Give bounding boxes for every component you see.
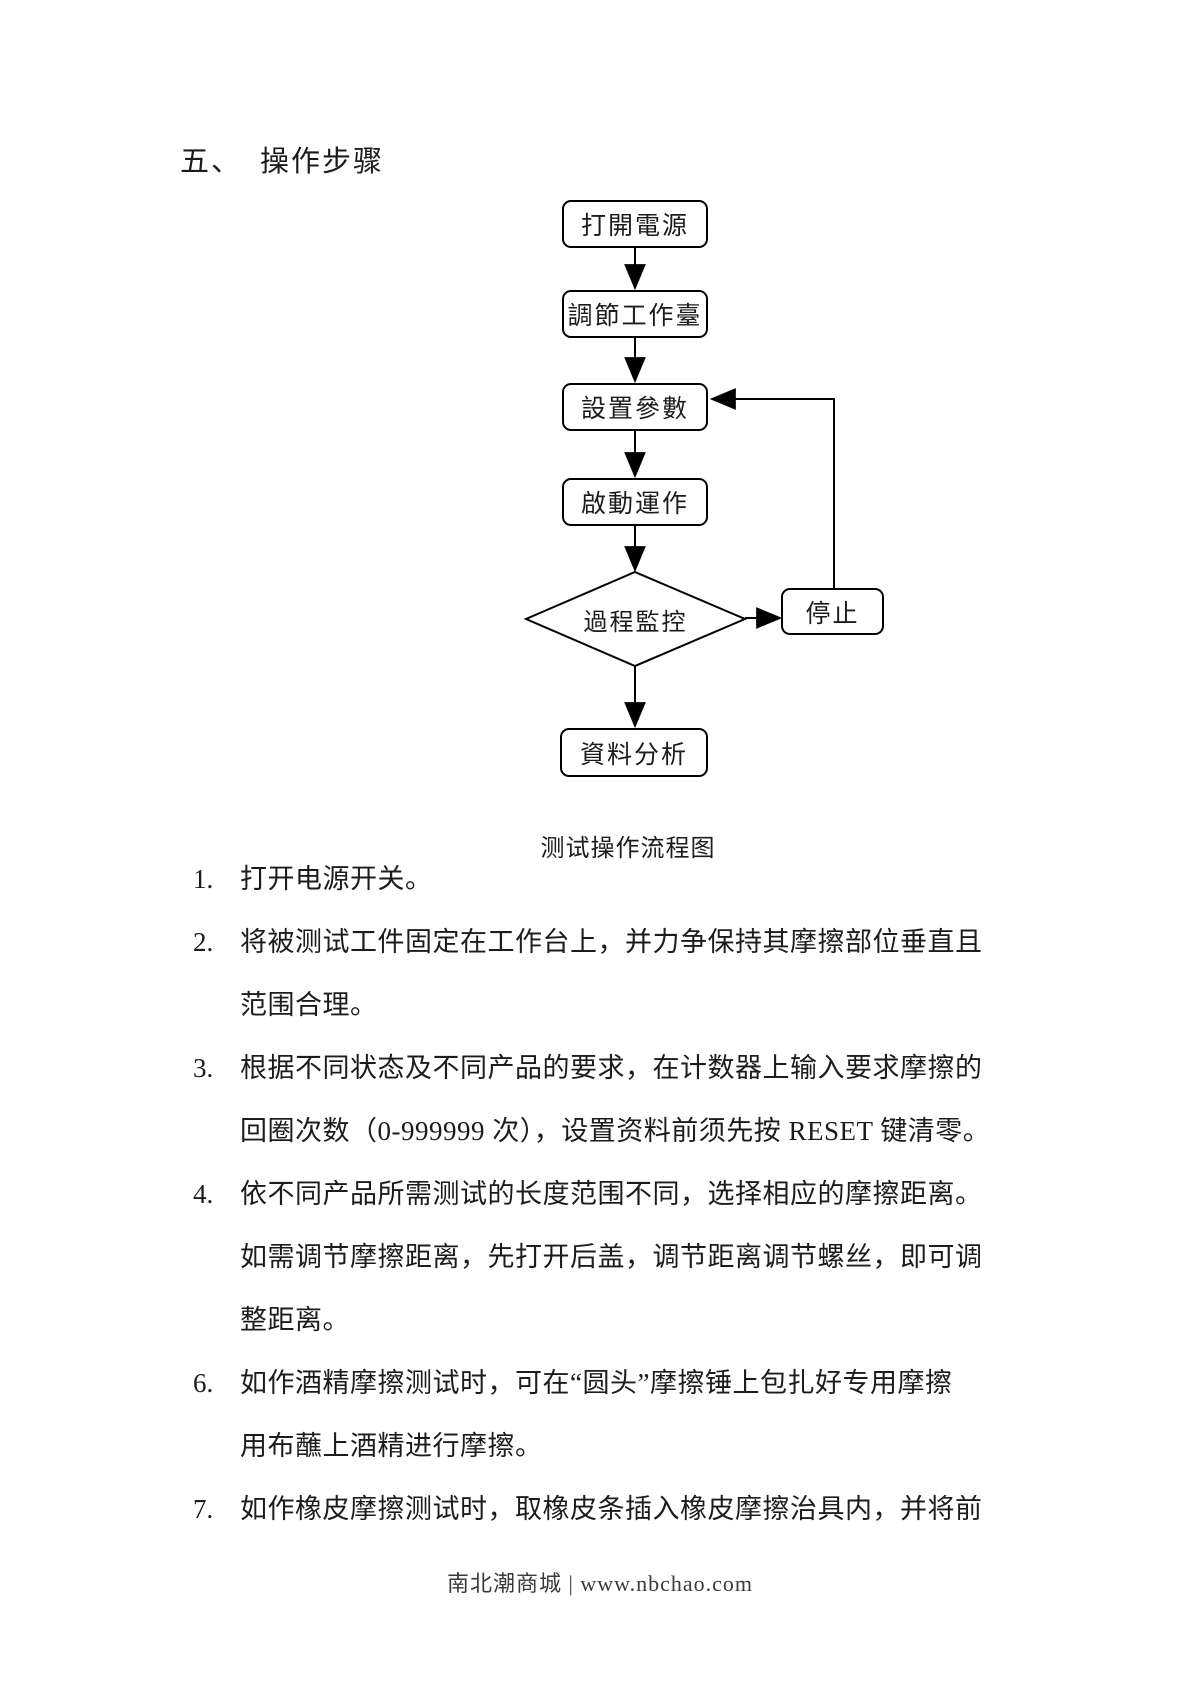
step-number: 7.	[193, 1494, 214, 1524]
step-text-line: 依不同产品所需测试的长度范围不同，选择相应的摩擦距离。	[240, 1179, 983, 1209]
flowchart-node-set-parameters: 設置參數	[562, 383, 708, 431]
step-number: 2.	[193, 927, 214, 957]
step-item-2: 2. 将被测试工件固定在工作台上，并力争保持其摩擦部位垂直且 范围合理。	[193, 911, 1033, 1037]
node-label: 停止	[805, 600, 860, 628]
footer-text: 南北潮商城 | www.nbchao.com	[446, 1571, 754, 1596]
step-number: 3.	[193, 1053, 214, 1083]
section-number: 五、	[180, 146, 243, 178]
step-item-7: 7. 如作橡皮摩擦测试时，取橡皮条插入橡皮摩擦治具内，并将前	[193, 1478, 1033, 1541]
step-text-line: 用布蘸上酒精进行摩擦。	[240, 1431, 543, 1461]
step-item-6: 6. 如作酒精摩擦测试时，可在“圆头”摩擦锤上包扎好专用摩擦 用布蘸上酒精进行摩…	[193, 1352, 1033, 1478]
step-text-line: 如作橡皮摩擦测试时，取橡皮条插入橡皮摩擦治具内，并将前	[240, 1494, 983, 1524]
flowchart: 打開電源 調節工作臺 設置參數 啟動運作 過程監控 停止 資料分析	[440, 180, 900, 805]
step-item-1: 1. 打开电源开关。	[193, 848, 1033, 911]
step-number: 4.	[193, 1179, 214, 1209]
step-text-line: 如需调节摩擦距离，先打开后盖，调节距离调节螺丝，即可调	[240, 1242, 983, 1272]
step-text-line: 如作酒精摩擦测试时，可在“圆头”摩擦锤上包扎好专用摩擦	[240, 1368, 953, 1398]
node-label: 打開電源	[580, 213, 689, 240]
node-label: 資料分析	[579, 741, 688, 769]
section-title: 操作步骤	[260, 146, 385, 178]
node-label: 設置參數	[580, 396, 689, 423]
step-text-line: 将被测试工件固定在工作台上，并力争保持其摩擦部位垂直且	[240, 927, 983, 957]
step-text: 依不同产品所需测试的长度范围不同，选择相应的摩擦距离。 如需调节摩擦距离，先打开…	[240, 1163, 1033, 1352]
step-number: 6.	[193, 1368, 214, 1398]
flowchart-node-power-on: 打開電源	[562, 200, 708, 248]
step-text: 如作酒精摩擦测试时，可在“圆头”摩擦锤上包扎好专用摩擦 用布蘸上酒精进行摩擦。	[240, 1352, 1033, 1478]
steps-list: 1. 打开电源开关。 2. 将被测试工件固定在工作台上，并力争保持其摩擦部位垂直…	[193, 848, 1033, 1541]
flowchart-connectors	[523, 248, 835, 729]
flowchart-node-adjust-worktable: 調節工作臺	[562, 290, 708, 338]
node-label: 啟動運作	[580, 491, 689, 518]
flowchart-node-data-analysis: 資料分析	[560, 728, 708, 777]
step-text-line: 整距离。	[240, 1305, 350, 1335]
step-item-3: 3. 根据不同状态及不同产品的要求，在计数器上输入要求摩擦的 回圈次数（0-99…	[193, 1037, 1033, 1163]
step-text: 打开电源开关。	[240, 848, 1033, 911]
flowchart-caption: 测试操作流程图	[540, 836, 716, 862]
footer-watermark: 南北潮商城 | www.nbchao.com	[0, 1566, 1200, 1598]
flowchart-node-start-operation: 啟動運作	[562, 478, 708, 526]
step-text: 根据不同状态及不同产品的要求，在计数器上输入要求摩擦的 回圈次数（0-99999…	[240, 1037, 1033, 1163]
step-text: 如作橡皮摩擦测试时，取橡皮条插入橡皮摩擦治具内，并将前	[240, 1478, 1033, 1541]
step-number: 1.	[193, 864, 214, 894]
step-text-line: 打开电源开关。	[240, 864, 433, 894]
step-text-line: 回圈次数（0-999999 次），设置资料前须先按 RESET 键清零。	[240, 1116, 991, 1146]
node-label: 過程監控	[583, 609, 688, 636]
flowchart-node-stop: 停止	[781, 588, 884, 635]
step-text: 将被测试工件固定在工作台上，并力争保持其摩擦部位垂直且 范围合理。	[240, 911, 1033, 1037]
connector-stop-to-params-feedback	[709, 388, 835, 588]
decision-diamond-shape	[523, 570, 748, 668]
node-label: 調節工作臺	[567, 303, 703, 330]
section-heading: 五、操作步骤	[180, 138, 384, 180]
step-text-line: 根据不同状态及不同产品的要求，在计数器上输入要求摩擦的	[240, 1053, 983, 1083]
step-item-4: 4. 依不同产品所需测试的长度范围不同，选择相应的摩擦距离。 如需调节摩擦距离，…	[193, 1163, 1033, 1352]
flowchart-node-process-monitoring: 過程監控	[526, 604, 745, 636]
step-text-line: 范围合理。	[240, 990, 378, 1020]
